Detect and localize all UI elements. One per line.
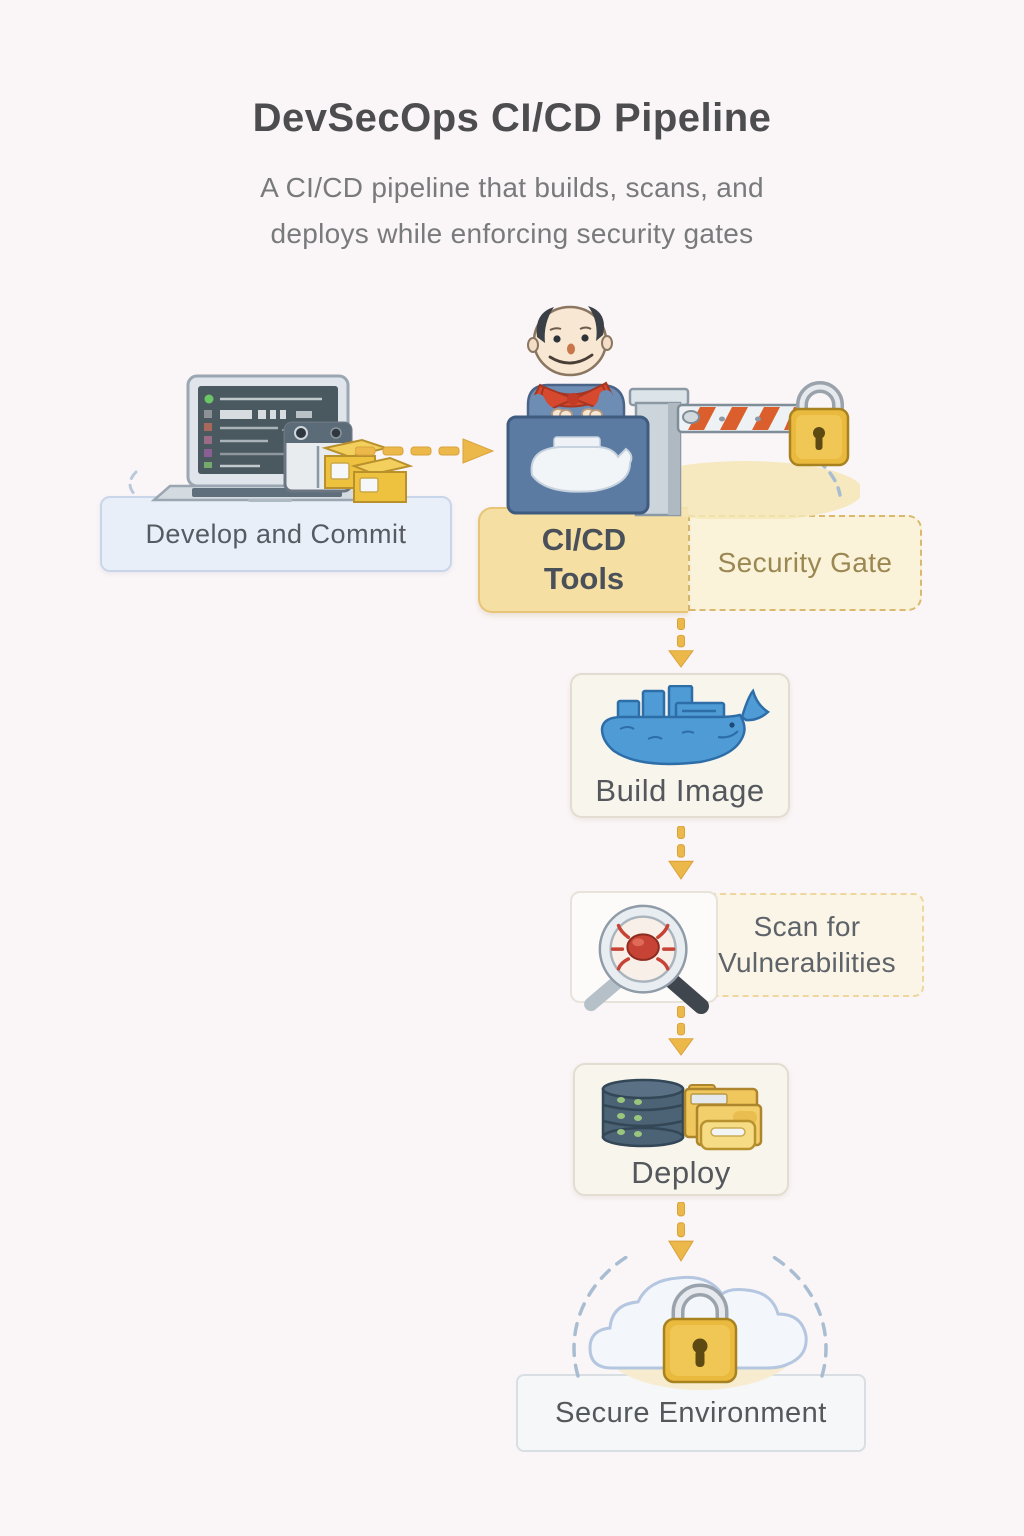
magnifier-bug-icon xyxy=(584,904,709,1015)
page-subtitle-line2: deploys while enforcing security gates xyxy=(270,218,754,249)
cicd-label-line1: CI/CD xyxy=(541,522,627,558)
secure-cloud-lock-icon xyxy=(572,1256,828,1390)
page-title: DevSecOps CI/CD Pipeline xyxy=(252,96,772,140)
arrow-cicd-to-build-icon xyxy=(668,618,694,668)
node-develop-and-commit: Develop and Commit xyxy=(100,496,452,572)
arrow-deploy-to-secure-icon xyxy=(668,1202,694,1262)
build-image-label: Build Image xyxy=(595,773,765,808)
secure-environment-label: Secure Environment xyxy=(555,1396,827,1429)
arrow-build-to-scan-icon xyxy=(668,826,694,880)
arrow-develop-to-cicd-icon xyxy=(355,438,495,464)
scan-label-line2: Vulnerabilities xyxy=(718,947,896,978)
node-build-image: Build Image xyxy=(570,673,790,818)
scan-label-line1: Scan for xyxy=(753,910,861,942)
node-security-gate: Security Gate xyxy=(688,515,922,611)
deploy-label: Deploy xyxy=(631,1155,731,1190)
database-packages-icon xyxy=(601,1078,763,1151)
develop-label: Develop and Commit xyxy=(145,518,407,549)
security-gate-label: Security Gate xyxy=(717,547,893,578)
cicd-label-line2: Tools xyxy=(543,561,625,596)
arrow-scan-to-deploy-icon xyxy=(668,1006,694,1056)
page-subtitle-line1: A CI/CD pipeline that builds, scans, and xyxy=(260,172,764,203)
node-deploy: Deploy xyxy=(573,1063,789,1196)
node-scan-for-vulnerabilities: Scan for Vulnerabilities xyxy=(690,893,924,997)
jenkins-and-security-gate-icon xyxy=(506,305,860,519)
node-cicd-tools: CI/CD Tools xyxy=(478,507,688,613)
docker-whale-icon xyxy=(600,685,770,766)
laptop-icon xyxy=(128,374,414,503)
